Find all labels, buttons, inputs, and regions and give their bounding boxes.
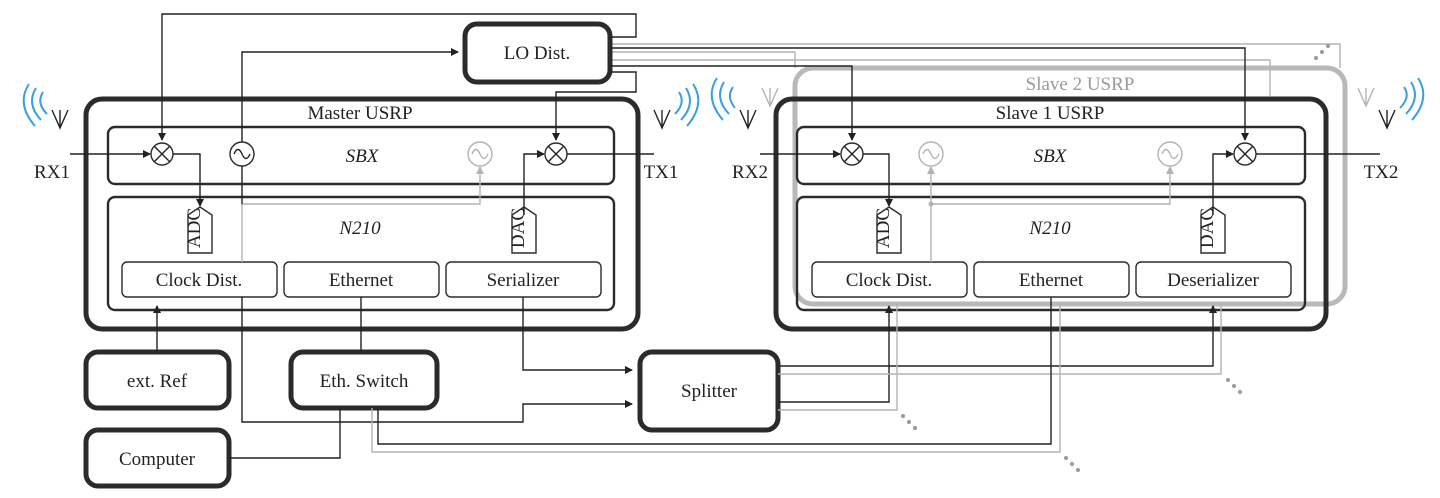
master-dac: DAC — [508, 206, 537, 254]
tx2-label: TX2 — [1364, 162, 1399, 183]
master-clock-label: Clock Dist. — [156, 270, 243, 291]
master-lo-oscillator — [229, 141, 255, 167]
master-rx-antenna — [22, 83, 69, 130]
slave1-clock-label: Clock Dist. — [846, 270, 933, 291]
lo-to-slave2-wire-b — [610, 59, 1271, 96]
master-tx-antenna — [653, 83, 700, 130]
lo-to-slave2-wire-a — [610, 51, 796, 68]
slave1-dac-to-mixer-wire — [1212, 150, 1234, 215]
continuation-dots-right — [1226, 378, 1242, 394]
splitter-to-slave2-clock-wire — [778, 304, 898, 411]
slave2-tx-antenna — [1357, 87, 1375, 108]
lo-dist-label: LO Dist. — [504, 43, 571, 64]
tx1-label: TX1 — [644, 162, 679, 183]
slave1-dac-label: DAC — [1197, 208, 1218, 248]
master-clock-dist — [121, 261, 278, 298]
splitter-label: Splitter — [681, 381, 738, 402]
slave1-adc-label: ADC — [873, 208, 894, 248]
slave1-adc: ADC — [873, 206, 902, 254]
slave1-tx-mixer — [1233, 142, 1257, 166]
rx1-label: RX1 — [34, 162, 70, 183]
slave2-rx-antenna — [761, 87, 779, 108]
dac-to-mixer-wire — [523, 150, 545, 215]
eth-switch-label: Eth. Switch — [320, 371, 409, 392]
slave1-tx-antenna — [1378, 77, 1425, 130]
computer-label: Computer — [119, 449, 196, 470]
master-ethernet-label: Ethernet — [329, 270, 394, 291]
lo-to-master-tx-mixer-wire — [552, 71, 637, 141]
slave1-oscillator-inactive-b — [1157, 141, 1183, 167]
lo-to-slave2-wire-c — [610, 43, 1341, 68]
master-serializer-label: Serializer — [487, 270, 560, 291]
rx2-label: RX2 — [732, 162, 768, 183]
master-clock-to-splitter-wire — [241, 297, 633, 423]
splitter-to-slave1-clock-wire — [778, 305, 893, 403]
ext-ref: ext. Ref — [83, 349, 232, 411]
splitter: Splitter — [637, 349, 781, 433]
master-tx-mixer — [544, 142, 568, 166]
slave1-n210-label: N210 — [1028, 218, 1071, 239]
slave1-clock-dist — [811, 261, 968, 298]
master-usrp: Master USRP SBX N210 Clock Dist. Etherne… — [70, 96, 654, 332]
slave1-ethernet-label: Ethernet — [1019, 270, 1084, 291]
slave1-dac: DAC — [1197, 206, 1226, 254]
computer-to-switch-wire — [229, 408, 341, 459]
lo-to-master-rx-mixer-wire — [158, 13, 637, 141]
computer: Computer — [83, 427, 232, 489]
slave1-sbx-board — [795, 125, 1307, 186]
master-n210-label: N210 — [338, 218, 381, 239]
continuation-dots-top — [1314, 44, 1330, 60]
switch-to-slave1-ethernet-wire — [377, 297, 1052, 445]
slave1-deserializer — [1135, 261, 1292, 298]
lo-to-slave1-rx-mixer-wire — [610, 65, 856, 141]
master-rx-mixer — [150, 142, 174, 166]
slave1-title: Slave 1 USRP — [996, 103, 1105, 124]
eth-switch: Eth. Switch — [288, 349, 440, 411]
switch-to-slave2-ethernet-wire — [371, 304, 1061, 453]
lo-to-slave1-tx-mixer-wire — [610, 47, 1249, 141]
osc-to-lo-wire — [241, 48, 459, 142]
mixer-to-adc-wire — [173, 153, 204, 207]
clock-to-osc-wire — [241, 166, 484, 262]
master-dac-label: DAC — [508, 208, 529, 248]
splitter-to-slave2-deserializer-wire — [778, 304, 1222, 375]
slave2-usrp: Slave 2 USRP — [761, 65, 1375, 307]
slave1-sbx-label: SBX — [1034, 146, 1068, 167]
slave1-mixer-to-adc-wire — [863, 153, 893, 207]
serializer-to-splitter-wire — [522, 297, 633, 374]
slave1-rx-antenna — [710, 77, 757, 130]
master-adc: ADC — [184, 206, 213, 254]
slave2-title: Slave 2 USRP — [1026, 74, 1135, 95]
continuation-dots-bottom — [1064, 456, 1080, 472]
slave1-oscillator-inactive-a — [918, 141, 944, 167]
slave1-rx-mixer — [840, 142, 864, 166]
ext-ref-label: ext. Ref — [127, 371, 188, 392]
lo-dist: LO Dist. — [462, 21, 613, 85]
master-sbx-board — [106, 125, 616, 186]
master-adc-label: ADC — [184, 208, 205, 248]
master-sbx-label: SBX — [346, 146, 380, 167]
master-oscillator-inactive — [467, 141, 493, 167]
slave1-clock-to-osc-wire — [930, 166, 1174, 262]
master-title: Master USRP — [307, 103, 412, 124]
continuation-dots-mid — [901, 414, 917, 430]
slave1-deserializer-label: Deserializer — [1167, 270, 1259, 291]
slave1-usrp: Slave 1 USRP SBX N210 Clock Dist. Ethern… — [760, 96, 1380, 332]
splitter-to-slave1-deserializer-wire — [778, 305, 1217, 367]
